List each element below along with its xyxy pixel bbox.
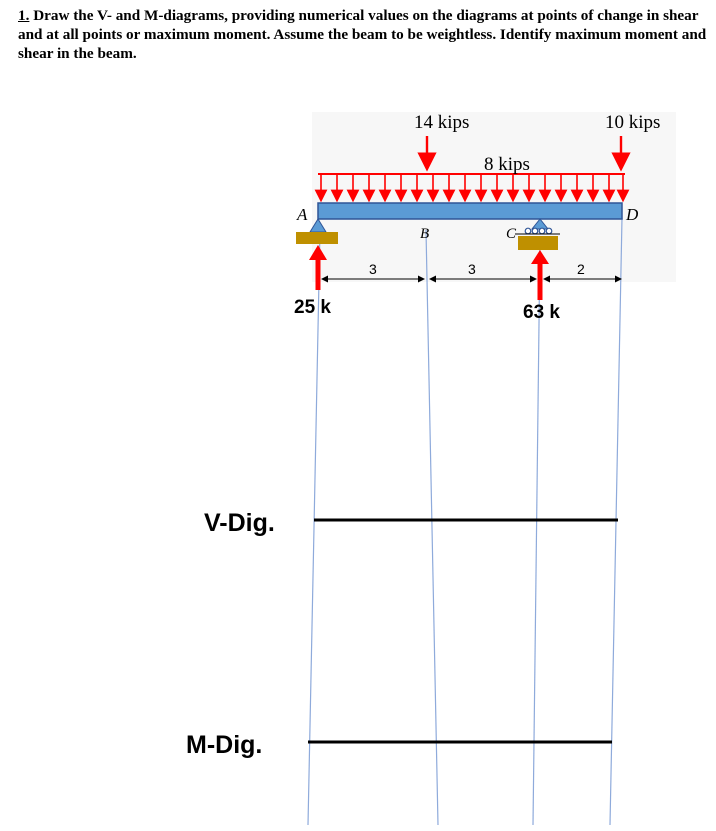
guide-line-b	[425, 229, 439, 826]
point-label-a: A	[296, 205, 308, 224]
support-c	[515, 218, 560, 250]
reaction-c: 63 k	[523, 250, 560, 323]
dimension-ab: 3	[369, 261, 377, 277]
support-a-base	[296, 232, 338, 244]
reaction-a-label: 25 k	[294, 297, 331, 318]
dimension-cd: 2	[577, 261, 585, 277]
guide-line-c	[532, 239, 541, 826]
point-load-d-label: 10 kips	[605, 112, 660, 133]
reaction-c-label: 63 k	[523, 302, 560, 323]
problem-statement: 1. Draw the V- and M-diagrams, providing…	[18, 6, 708, 63]
point-load-d: 10 kips	[605, 112, 660, 172]
problem-number: 1.	[18, 7, 30, 24]
distributed-load: 8 kips	[314, 154, 630, 203]
shear-diagram-label: V-Dig.	[204, 509, 275, 537]
guide-line-a	[307, 229, 321, 826]
point-label-d: D	[625, 205, 639, 224]
distributed-load-label: 8 kips	[484, 154, 530, 175]
dimension-bc: 3	[468, 261, 476, 277]
support-c-base	[518, 236, 558, 250]
shear-diagram: V-Dig.	[204, 509, 618, 537]
support-a	[296, 218, 338, 244]
reaction-a: 25 k	[294, 245, 331, 318]
point-label-b: B	[420, 226, 429, 242]
beam	[317, 202, 623, 220]
moment-diagram: M-Dig.	[186, 731, 612, 759]
point-load-b-label: 14 kips	[414, 112, 469, 133]
problem-text: Draw the V- and M-diagrams, providing nu…	[18, 7, 707, 62]
point-load-b: 14 kips	[414, 112, 469, 172]
distributed-load-arrows	[314, 174, 630, 203]
dimension-line: 3 3 2	[321, 261, 622, 283]
moment-diagram-label: M-Dig.	[186, 731, 262, 759]
point-label-c: C	[506, 226, 517, 242]
